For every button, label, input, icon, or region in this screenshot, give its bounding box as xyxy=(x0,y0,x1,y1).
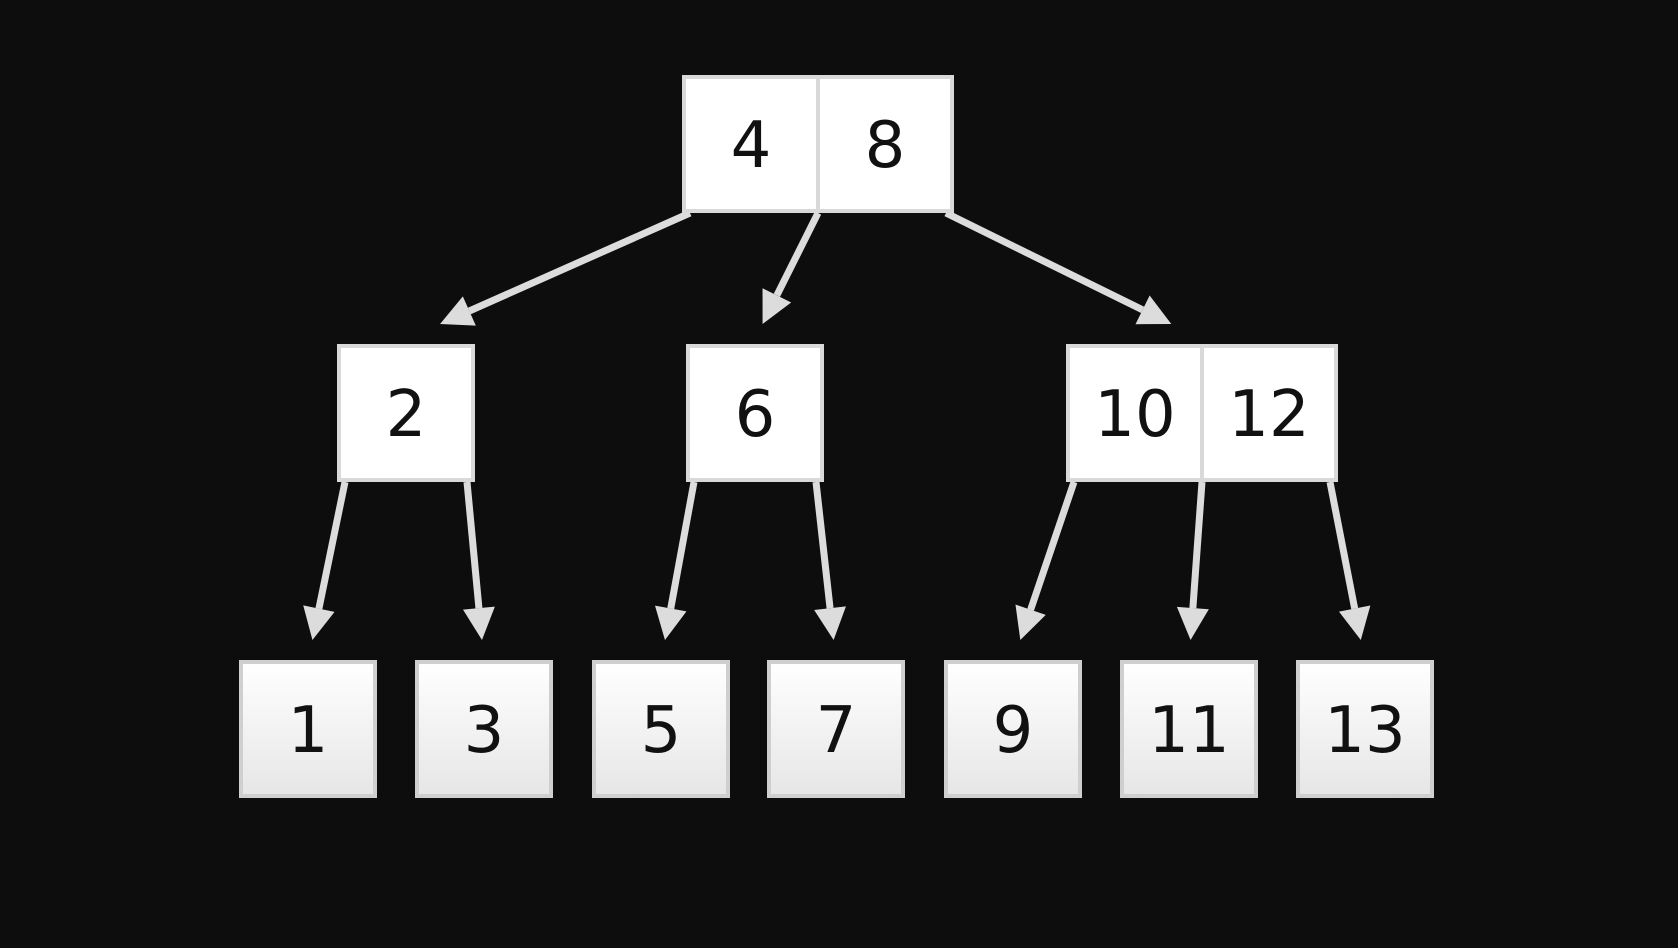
leaf-node-l11: 11 xyxy=(1120,660,1258,798)
edge-line xyxy=(315,481,349,610)
arrow-head xyxy=(1135,295,1172,325)
edge-line xyxy=(812,481,834,609)
key-label: 12 xyxy=(1228,378,1309,452)
key-cell xyxy=(1200,344,1338,482)
edge-root-to-n2 xyxy=(440,209,692,326)
key-cell xyxy=(592,660,730,798)
key-cell xyxy=(337,344,475,482)
key-cell xyxy=(816,75,954,213)
arrow-head xyxy=(1338,605,1371,640)
leaf-node-l7: 7 xyxy=(767,660,905,798)
arrow-head xyxy=(814,606,846,640)
key-label: 9 xyxy=(993,694,1034,768)
key-cell xyxy=(944,660,1082,798)
edge-line xyxy=(463,481,483,609)
tree-node-n6: 6 xyxy=(686,344,824,482)
key-label: 2 xyxy=(386,378,427,452)
edge-root-to-n6 xyxy=(762,211,822,324)
key-cell xyxy=(767,660,905,798)
tree-node-n2: 2 xyxy=(337,344,475,482)
leaf-node-l5: 5 xyxy=(592,660,730,798)
edge-n6-to-l7 xyxy=(812,481,846,640)
key-cell xyxy=(686,344,824,482)
edge-n2-to-l3 xyxy=(463,481,495,640)
arrow-head xyxy=(1176,606,1209,640)
arrow-head xyxy=(440,296,476,326)
key-cell xyxy=(239,660,377,798)
key-label: 8 xyxy=(865,109,906,183)
key-cell xyxy=(1120,660,1258,798)
edge-line xyxy=(773,211,822,297)
key-label: 1 xyxy=(288,694,329,768)
key-label: 11 xyxy=(1148,694,1229,768)
edge-n10-12-to-l13 xyxy=(1326,481,1371,640)
key-cell xyxy=(415,660,553,798)
key-label: 4 xyxy=(731,109,772,183)
leaf-node-l1: 1 xyxy=(239,660,377,798)
arrow-head xyxy=(655,605,687,640)
key-label: 6 xyxy=(735,378,776,452)
edge-line xyxy=(1189,481,1206,609)
leaf-node-l13: 13 xyxy=(1296,660,1434,798)
edge-root-to-n10-12 xyxy=(944,209,1172,325)
edge-n10-12-to-l11 xyxy=(1176,481,1209,640)
tree-node-n10-12: 10 12 xyxy=(1066,344,1338,482)
key-label: 13 xyxy=(1324,694,1405,768)
arrow-head xyxy=(762,288,792,324)
edges-layer xyxy=(303,209,1371,640)
arrow-head xyxy=(303,605,335,640)
edge-line xyxy=(667,481,698,610)
leaf-node-l3: 3 xyxy=(415,660,553,798)
edge-n10-12-to-l9 xyxy=(1015,480,1078,640)
edge-n2-to-l1 xyxy=(303,481,349,640)
key-label: 3 xyxy=(464,694,505,768)
edge-line xyxy=(467,209,692,315)
key-label: 5 xyxy=(641,694,682,768)
key-cell xyxy=(1296,660,1434,798)
arrow-head xyxy=(463,606,495,640)
edge-n6-to-l5 xyxy=(655,481,698,640)
edge-line xyxy=(1027,480,1078,611)
arrow-head xyxy=(1015,604,1046,640)
key-label: 10 xyxy=(1094,378,1175,452)
edge-line xyxy=(1326,481,1359,610)
leaf-node-l9: 9 xyxy=(944,660,1082,798)
key-label: 7 xyxy=(816,694,857,768)
edge-line xyxy=(944,209,1145,313)
